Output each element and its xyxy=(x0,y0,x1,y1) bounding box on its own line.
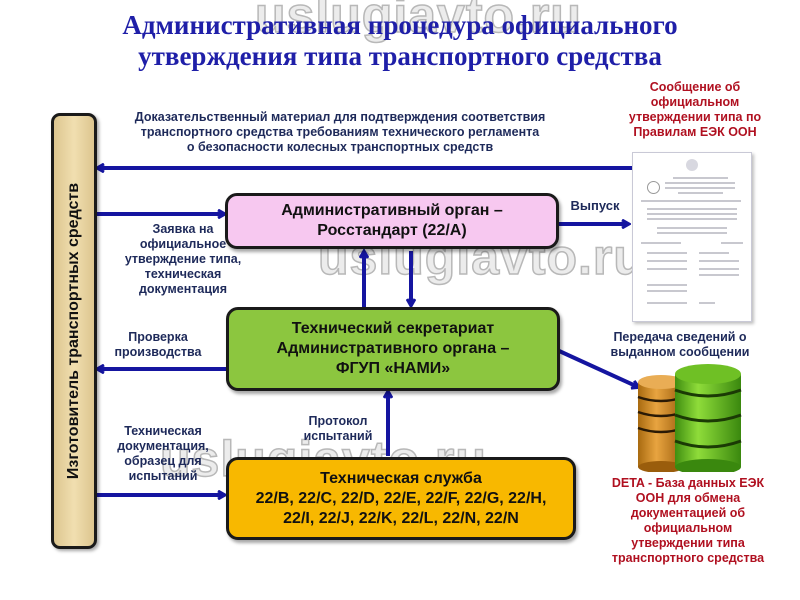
tech-docs-label: Техническая документация, образец для ис… xyxy=(108,424,218,484)
transfer-label: Передача сведений о выданном сообщении xyxy=(595,330,765,360)
application-line: техническая xyxy=(144,267,222,281)
secretariat-box: Технический секретариат Административног… xyxy=(226,307,560,391)
evidence-line-2: транспортного средства требованиям техни… xyxy=(140,125,540,139)
test-protocol-line: испытаний xyxy=(303,429,373,443)
deta-caption-line: утверждении типа xyxy=(631,536,745,550)
deta-caption-line: ООН для обмена xyxy=(635,491,741,505)
admin-body-box: Административный орган – Росстандарт (22… xyxy=(225,193,559,249)
approval-communication-document xyxy=(632,152,752,322)
tech-docs-line: Техническая xyxy=(124,424,202,438)
communication-caption-line: утверждении типа по xyxy=(628,110,762,124)
tech-service-box: Техническая служба 22/B, 22/C, 22/D, 22/… xyxy=(226,457,576,540)
application-label: Заявка на официальное утверждение типа, … xyxy=(108,222,258,297)
watermark: uslugiavto.ru xyxy=(254,0,582,44)
tech-docs-line: испытаний xyxy=(128,469,198,483)
evidence-label: Доказательственный материал для подтверж… xyxy=(130,110,550,155)
test-protocol-line: Протокол xyxy=(308,414,368,428)
tech-docs-line: образец для xyxy=(124,454,202,468)
secretariat-line-1: Технический секретариат xyxy=(291,320,495,337)
evidence-line-1: Доказательственный материал для подтверж… xyxy=(134,110,546,124)
deta-caption: DETA - База данных ЕЭК ООН для обмена до… xyxy=(598,476,778,566)
communication-caption-line: Сообщение об xyxy=(649,80,741,94)
secretariat-line-3: ФГУП «НАМИ» xyxy=(335,360,451,377)
deta-caption-line: транспортного средства xyxy=(611,551,765,565)
manufacturer-box: Изготовитель транспортных средств xyxy=(51,113,97,549)
issue-label: Выпуск xyxy=(570,198,620,213)
deta-caption-line: официальном xyxy=(643,521,733,535)
deta-caption-line: DETA - База данных ЕЭК xyxy=(611,476,765,490)
tech-docs-line: документация, xyxy=(117,439,209,453)
application-line: Заявка на xyxy=(152,222,214,236)
communication-caption: Сообщение об официальном утверждении тип… xyxy=(615,80,775,140)
title-line-2: утверждения типа транспортного средства xyxy=(138,41,662,71)
arrow-transfer xyxy=(556,348,638,387)
tech-service-line-3: 22/I, 22/J, 22/K, 22/L, 22/N, 22/N xyxy=(283,509,519,527)
secretariat-line-2: Административного органа – xyxy=(276,340,510,357)
admin-body-line-2: Росстандарт (22/А) xyxy=(317,222,467,239)
emblem-icon xyxy=(686,159,698,171)
application-line: утверждение типа, xyxy=(124,252,242,266)
deta-caption-line: документацией об xyxy=(630,506,746,520)
communication-caption-line: Правилам ЕЭК ООН xyxy=(633,125,757,139)
test-protocol-label: Протокол испытаний xyxy=(293,414,383,444)
production-check-line: Проверка xyxy=(128,330,188,344)
title-line-1: Административная процедура официального xyxy=(122,10,678,40)
admin-body-line-1: Административный орган – xyxy=(281,202,503,219)
e-mark-icon xyxy=(647,181,660,194)
database-icon xyxy=(637,364,742,472)
manufacturer-label: Изготовитель транспортных средств xyxy=(65,182,82,480)
transfer-line: Передача сведений о xyxy=(613,330,747,344)
tech-service-line-1: Техническая служба xyxy=(320,469,482,487)
communication-caption-line: официальном xyxy=(650,95,740,109)
production-check-line: производства xyxy=(114,345,202,359)
production-check-label: Проверка производства xyxy=(108,330,208,360)
tech-service-line-2: 22/B, 22/C, 22/D, 22/E, 22/F, 22/G, 22/H… xyxy=(255,489,547,507)
application-line: официальное xyxy=(139,237,227,251)
evidence-line-3: о безопасности колесных транспортных сре… xyxy=(186,140,494,154)
diagram-title: Административная процедура официального … xyxy=(0,10,800,72)
application-line: документация xyxy=(138,282,228,296)
transfer-line: выданном сообщении xyxy=(610,345,750,359)
